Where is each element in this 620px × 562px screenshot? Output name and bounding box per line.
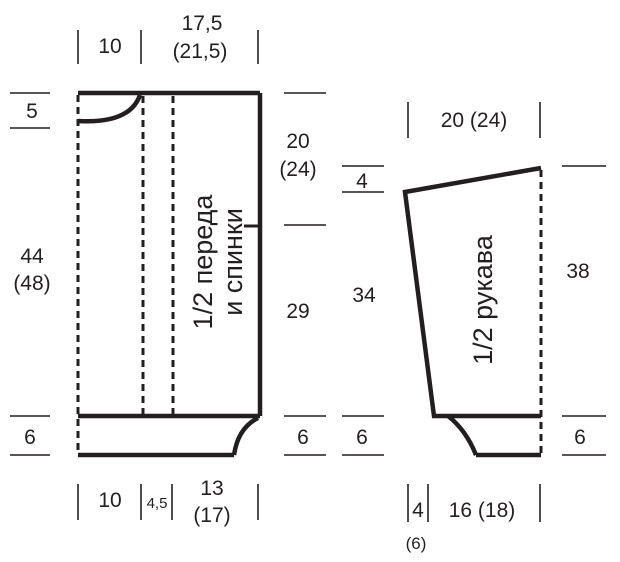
sleeve-cap-height: 4	[356, 170, 368, 193]
body-bottom-middle: 4,5	[147, 495, 168, 512]
sleeve-top-width: 20 (24)	[441, 109, 508, 132]
body-bottom-right-alt: (17)	[193, 504, 230, 527]
sleeve-cuff-left: 6	[356, 426, 368, 449]
body-armhole-depth-alt: (24)	[279, 158, 316, 181]
body-bottom-left: 10	[98, 489, 121, 512]
body-top-width-right: 17,5	[182, 12, 223, 35]
sleeve-cuff-right: 6	[574, 426, 586, 449]
sleeve-bottom-left: 4	[412, 499, 424, 522]
sleeve-left-length: 34	[352, 284, 376, 307]
body-armhole-depth: 20	[286, 130, 309, 153]
body-title-line1: 1/2 переда	[188, 194, 218, 330]
sleeve-title: 1/2 рукава	[468, 234, 498, 365]
body-neck-depth: 5	[26, 100, 38, 123]
sleeve-bottom-left-alt: (6)	[406, 534, 427, 553]
sleeve-outline	[402, 165, 542, 419]
body-bottom-right: 13	[200, 477, 223, 500]
body-side-length: 29	[286, 300, 309, 323]
sleeve-cuff-curve	[446, 414, 479, 456]
body-right-dimensions: 20 (24) 29 6	[279, 92, 326, 456]
sleeve-left-dimensions: 4 34 6	[342, 165, 384, 456]
sleeve-bottom-dimensions: 4 (6) 16 (18)	[406, 484, 541, 553]
body-title-line2: и спинки	[218, 208, 248, 316]
body-neck-curve	[77, 94, 143, 124]
body-total-length: 44	[20, 245, 44, 268]
sleeve-right-dimensions: 38 6	[562, 165, 606, 456]
sleeve-bottom-right: 16 (18)	[449, 499, 516, 522]
body-bottom-dimensions: 10 4,5 13 (17)	[77, 477, 259, 527]
sleeve-top-dimension: 20 (24)	[407, 102, 541, 138]
body-total-length-alt: (48)	[13, 272, 50, 295]
body-left-dimensions: 5 44 (48) 6	[10, 92, 51, 456]
sleeve-right-length: 38	[566, 260, 589, 283]
body-hem-right: 6	[297, 426, 309, 449]
body-hem-left: 6	[24, 426, 36, 449]
body-rib-side-curve	[231, 415, 260, 456]
body-top-dimension: 10 17,5 (21,5)	[77, 12, 259, 64]
body-top-width-left: 10	[98, 35, 121, 58]
sleeve-piece: 1/2 рукава	[402, 165, 543, 458]
body-piece: 1/2 переда и спинки	[76, 90, 263, 458]
body-top-width-right-alt: (21,5)	[173, 40, 228, 63]
